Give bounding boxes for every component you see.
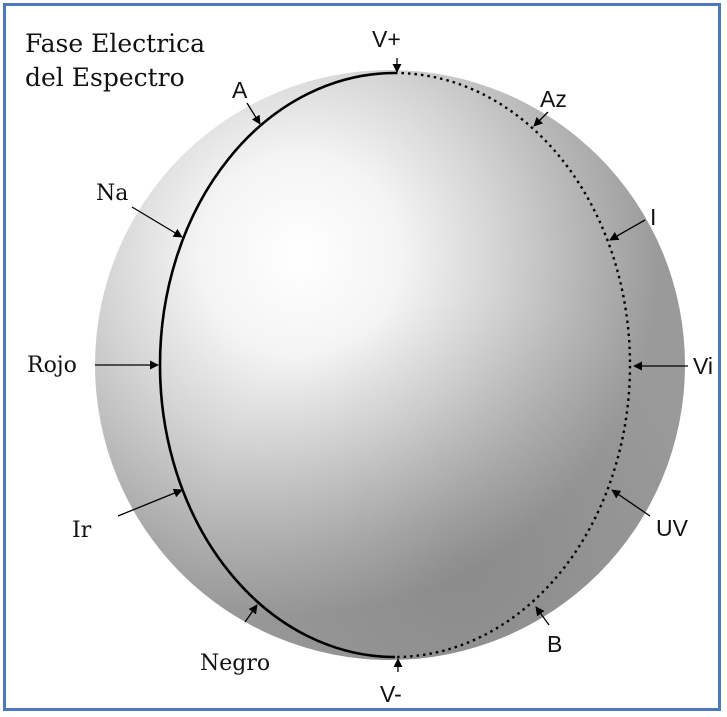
- label-a: A: [232, 77, 248, 103]
- label-rojo: Rojo: [27, 353, 77, 378]
- arrow-az: [533, 111, 549, 127]
- diagram-title-line1: Fase Electrica: [25, 29, 205, 58]
- arrow-b: [535, 606, 550, 626]
- label-i: I: [650, 204, 656, 230]
- label-v-plus: V+: [372, 26, 401, 52]
- label-az: Az: [540, 86, 567, 112]
- sphere-shading: [95, 70, 685, 660]
- label-ir: Ir: [72, 518, 92, 543]
- arrow-ir: [117, 488, 183, 517]
- label-na: Na: [96, 181, 128, 206]
- diagram-title-line2: del Espectro: [25, 63, 185, 92]
- label-v-minus: V-: [380, 681, 402, 707]
- label-uv: UV: [656, 515, 689, 541]
- arrow-uv: [611, 489, 651, 517]
- meridian-solid-arc: [158, 71, 396, 659]
- arrow-na: [131, 206, 183, 238]
- meridian-dotted-arc: [394, 71, 632, 659]
- label-b: B: [547, 631, 562, 657]
- arrow-a: [246, 102, 261, 125]
- label-vi: Vi: [693, 353, 713, 379]
- label-negro: Negro: [200, 651, 270, 676]
- arrow-negro: [244, 604, 258, 623]
- arrow-i: [609, 219, 646, 241]
